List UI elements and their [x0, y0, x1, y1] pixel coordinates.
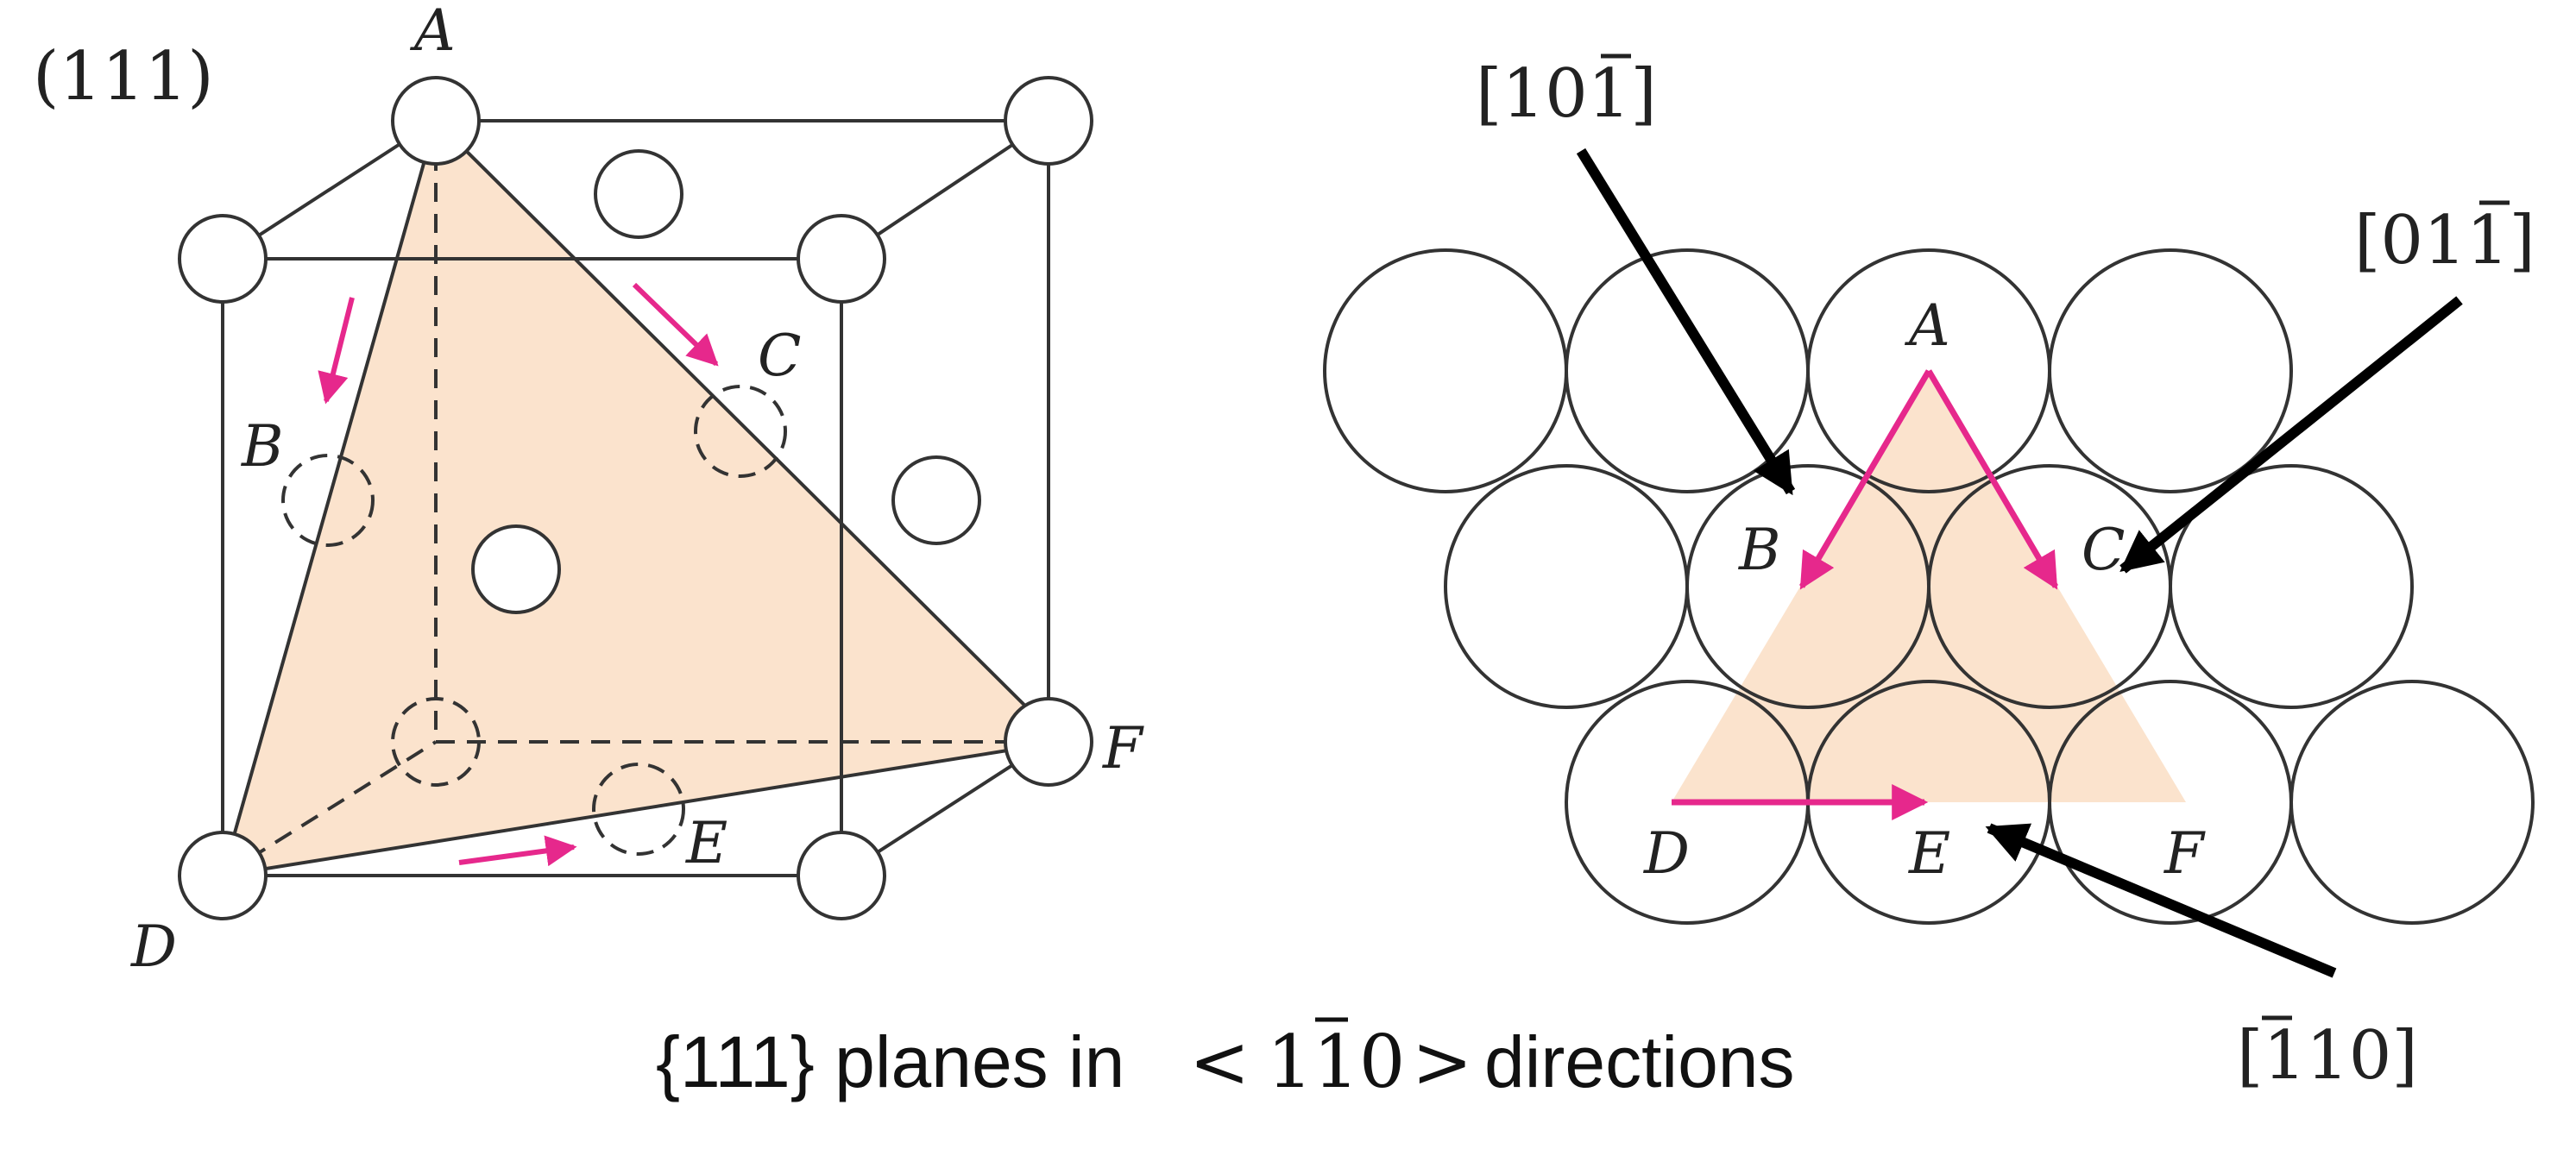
label-e-right: E: [1908, 820, 1950, 887]
hidden-corner-atom: [391, 697, 481, 787]
label-c-right: C: [2082, 517, 2126, 583]
label-b-right: B: [1738, 517, 1781, 583]
atom-e-dashed: [592, 763, 685, 856]
atom-a-corner: [391, 76, 481, 166]
atom-circles: [1323, 248, 2535, 925]
atom-b-dashed: [281, 454, 375, 547]
direction-label-ac: [011]: [2354, 202, 2535, 279]
face-center-atoms: [471, 149, 981, 614]
callout-arrows: [1576, 148, 2463, 978]
caption-lt: <: [1189, 1020, 1250, 1104]
caption: {111} planes in < 110 > directions: [656, 1017, 1795, 1104]
direction-label-de: [110]: [2237, 1017, 2418, 1095]
arrow-toward-c: [632, 282, 719, 367]
direction-label-ab: [101]: [1476, 55, 1657, 133]
callout-arrow-ab: [1576, 148, 1796, 496]
label-d-left: D: [130, 914, 177, 980]
label-a-left: A: [409, 0, 456, 64]
fcc-unit-cell: A B C D E F (111): [33, 0, 1144, 980]
arrow-a-to-b: [1798, 369, 1932, 590]
caption-prefix: {111} planes in: [656, 1021, 1124, 1102]
arrow-a-to-c: [1925, 369, 2059, 590]
plane-111-triangle: [220, 117, 1066, 878]
label-c-left: C: [758, 323, 802, 389]
caption-miller: 110: [1267, 1020, 1405, 1104]
plane-dashed-atoms: [281, 385, 787, 856]
slip-direction-arrows-right: [1672, 369, 2059, 820]
caption-suffix: directions: [1484, 1021, 1795, 1102]
corner-atoms: [178, 76, 1093, 920]
callout-arrow-de: [1985, 823, 2337, 978]
caption-gt: >: [1412, 1020, 1472, 1104]
slip-direction-arrows-left: [318, 282, 719, 867]
label-f-right: F: [2163, 820, 2206, 887]
label-d-right: D: [1643, 820, 1690, 887]
plane-label-111: (111): [33, 38, 214, 116]
label-f-left: F: [1102, 715, 1144, 782]
label-a-right: A: [1904, 292, 1950, 359]
label-b-left: B: [241, 413, 284, 480]
arrow-toward-e: [458, 835, 577, 867]
callout-arrow-ac: [2119, 296, 2463, 574]
arrow-toward-b: [318, 297, 355, 405]
label-e-left: E: [685, 810, 727, 876]
atom-c-dashed: [694, 385, 787, 478]
close-packed-layer: A B C D E F [101] [011] [110]: [1323, 53, 2535, 1095]
